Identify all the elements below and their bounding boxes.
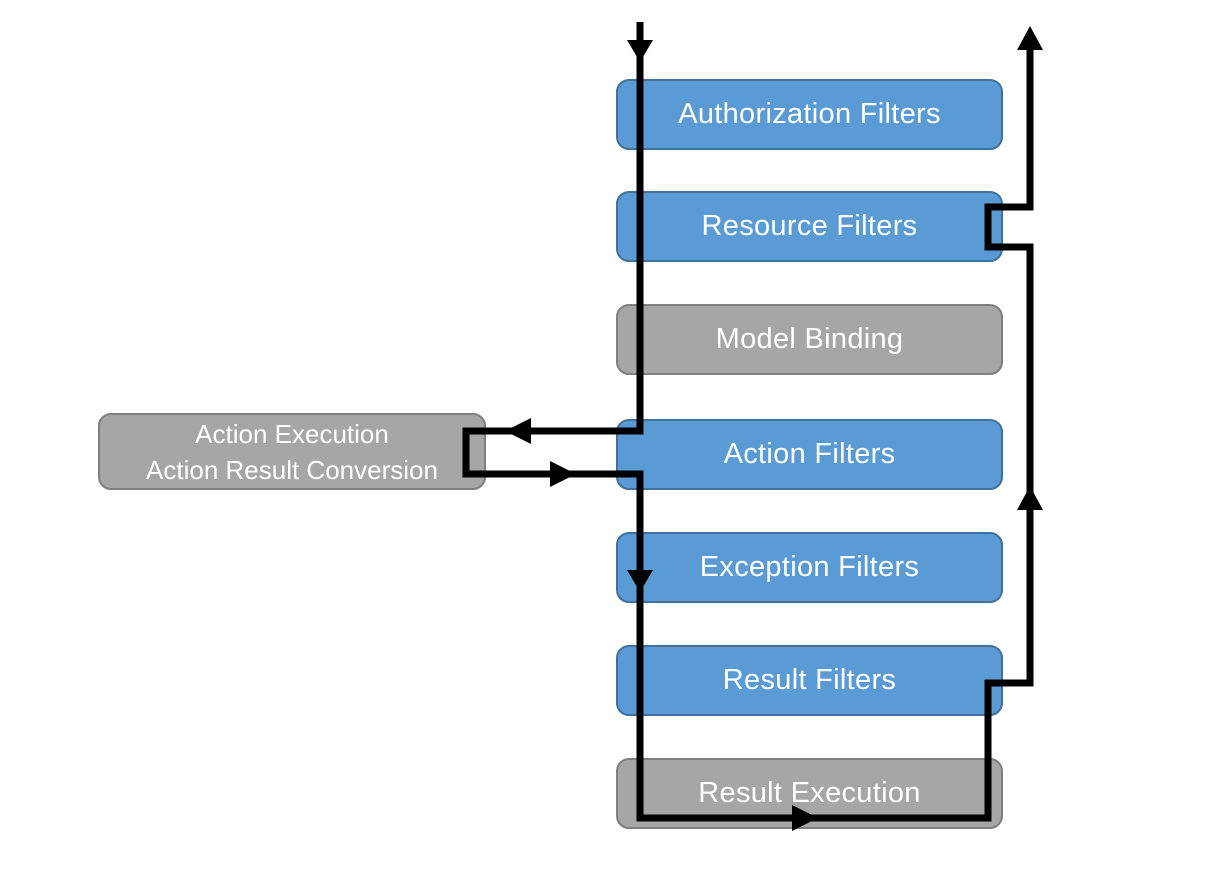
side-box-line2: Action Result Conversion [146, 454, 438, 485]
box-resource-filters: Resource Filters [616, 191, 1003, 262]
side-box-line1: Action Execution [195, 418, 389, 449]
box-action-filters: Action Filters [616, 419, 1003, 490]
box-label: Exception Filters [699, 551, 920, 583]
box-model-binding: Model Binding [616, 304, 1003, 375]
box-label: Result Filters [722, 664, 897, 696]
box-label: Resource Filters [701, 210, 918, 242]
box-authorization-filters: Authorization Filters [616, 79, 1003, 150]
box-exception-filters: Exception Filters [616, 532, 1003, 603]
box-label: Authorization Filters [678, 98, 941, 130]
box-result-execution: Result Execution [616, 758, 1003, 829]
arrowhead-up-response-mid [1017, 486, 1043, 510]
arrowhead-right-from-action-execution [550, 461, 576, 487]
box-action-execution-conversion: Action Execution Action Result Conversio… [98, 413, 486, 490]
arrowhead-up-response-exit [1017, 26, 1043, 50]
box-label: Result Execution [698, 777, 921, 809]
box-label: Action Filters [723, 438, 896, 470]
arrowhead-down-entry [627, 40, 653, 62]
box-label: Model Binding [715, 323, 904, 355]
box-result-filters: Result Filters [616, 645, 1003, 716]
arrowhead-left-to-action-execution [505, 418, 531, 444]
